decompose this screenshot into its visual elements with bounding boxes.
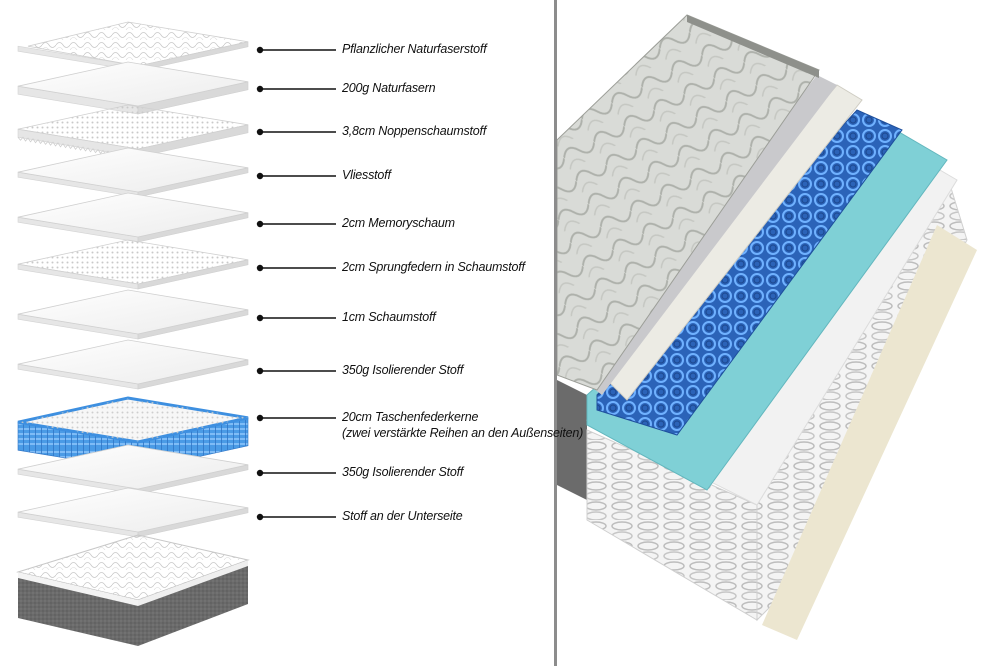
label-connector (256, 414, 336, 422)
layer-label: 3,8cm Noppenschaumstoff (342, 123, 486, 139)
layer-label-text: 350g Isolierender Stoff (342, 363, 464, 377)
assembled-mattress (16, 534, 250, 646)
layer-label: Pflanzlicher Naturfaserstoff (342, 41, 487, 57)
label-connector (256, 128, 336, 136)
layer-label: 20cm Taschenfederkerne (zwei verstärkte R… (342, 409, 583, 441)
label-connector (256, 85, 336, 93)
layer-label: Stoff an der Unterseite (342, 508, 463, 524)
layer-sheet (17, 487, 249, 538)
layer-label-text: 1cm Schaumstoff (342, 310, 436, 324)
label-connector (256, 314, 336, 322)
layer-label-text: 3,8cm Noppenschaumstoff (342, 124, 487, 138)
layer-label: 1cm Schaumstoff (342, 309, 436, 325)
layer-label: Vliesstoff (342, 167, 391, 183)
layer-label: 350g Isolierender Stoff (342, 464, 463, 480)
layer-label: 350g Isolierender Stoff (342, 362, 463, 378)
label-connector (256, 367, 336, 375)
quilted-top-edge (687, 15, 819, 78)
layer-label-text: 2cm Memoryschaum (342, 216, 455, 230)
layer-label-text: 20cm Taschenfederkerne (342, 410, 479, 424)
layer-sheet (17, 192, 249, 243)
layer-sheet (17, 147, 249, 198)
label-connector (256, 264, 336, 272)
mattress-side-border (557, 380, 587, 500)
layer-label-text: 200g Naturfasern (342, 81, 436, 95)
layer-label: 2cm Memoryschaum (342, 215, 455, 231)
layer-sheet (17, 239, 249, 290)
layer-sheet (17, 289, 249, 340)
layer-sheet (17, 444, 249, 495)
label-connector (256, 46, 336, 54)
quilted-top-cover (557, 14, 820, 391)
bottom-fabric-strip (762, 225, 977, 640)
label-connector (256, 513, 336, 521)
layer-label-text: Stoff an der Unterseite (342, 509, 463, 523)
label-connector (256, 469, 336, 477)
layer-label: 200g Naturfasern (342, 80, 436, 96)
layer-label: 2cm Sprungfedern in Schaumstoff (342, 259, 525, 275)
label-connector (256, 220, 336, 228)
label-connector (256, 172, 336, 180)
layer-label-subtext: (zwei verstärkte Reihen an den Außenseit… (342, 426, 584, 440)
layer-label-text: Vliesstoff (342, 168, 391, 182)
panel-divider (554, 0, 557, 666)
mattress-cross-section-render (557, 14, 977, 640)
layer-sheet (17, 339, 249, 390)
layer-label-text: 350g Isolierender Stoff (342, 465, 464, 479)
layer-label-text: 2cm Sprungfedern in Schaumstoff (342, 260, 525, 274)
exploded-layer-stack (16, 21, 336, 646)
layer-label-text: Pflanzlicher Naturfaserstoff (342, 42, 487, 56)
layer-sheet (17, 21, 249, 72)
